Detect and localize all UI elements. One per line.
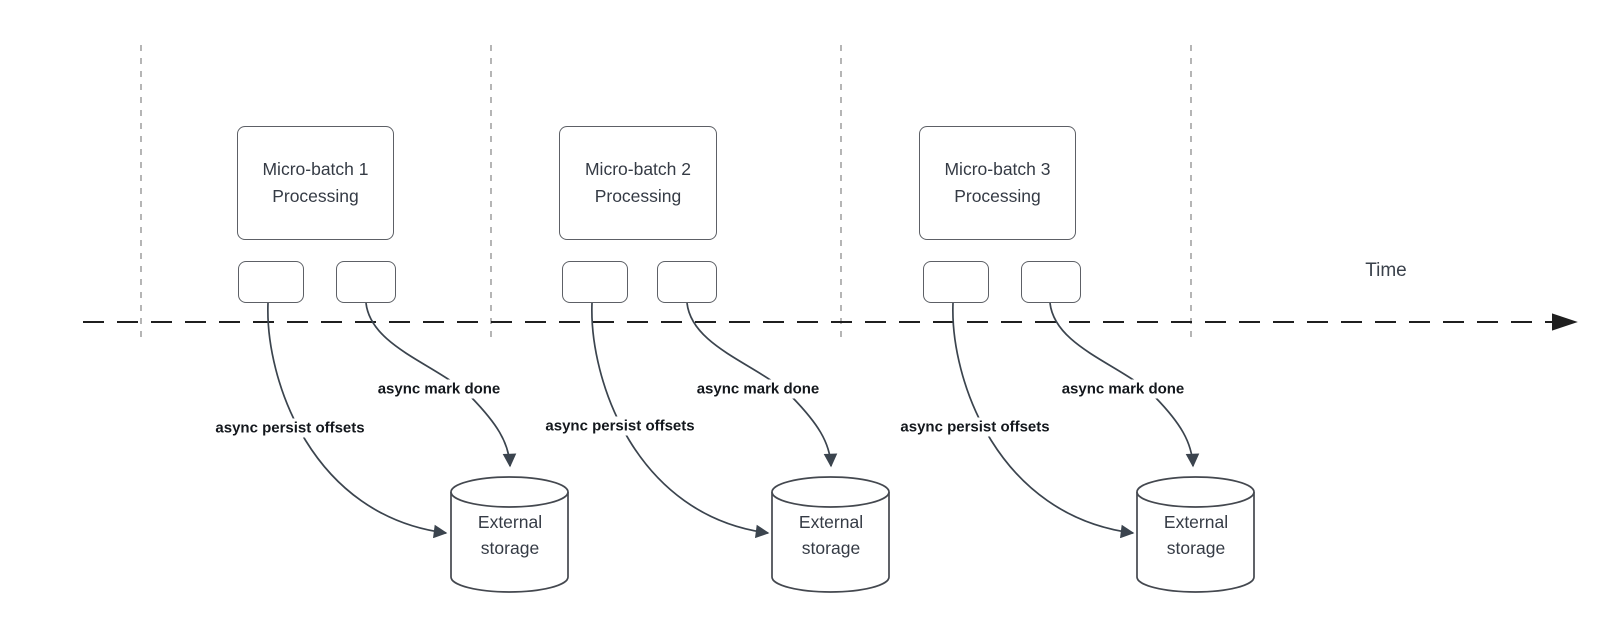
batch-2-persist-offsets-label: async persist offsets — [542, 416, 698, 436]
batch-1-persist-offsets-arrow — [267, 302, 448, 539]
storage-label-line2: storage — [1166, 538, 1226, 558]
storage-label-line1: External — [798, 512, 864, 532]
cylinder-top — [450, 476, 569, 508]
micro-batch-1-box: Micro-batch 1 Processing — [237, 126, 394, 240]
micro-batch-3-task-rect-2 — [1021, 261, 1081, 303]
batch-2-mark-done-label: async mark done — [693, 379, 823, 399]
cylinder-body — [771, 492, 890, 593]
micro-batch-3-task-rect-1 — [923, 261, 989, 303]
micro-batch-2-label-line2: Processing — [594, 186, 682, 206]
batch-3-storage-cylinder — [1136, 476, 1255, 593]
micro-batch-2-box: Micro-batch 2 Processing — [559, 126, 717, 240]
batch-3-mark-done-label: async mark done — [1058, 379, 1188, 399]
micro-batch-1-label-line2: Processing — [272, 186, 359, 206]
micro-batch-3-box: Micro-batch 3 Processing — [919, 126, 1076, 240]
batch-1-mark-done-label: async mark done — [374, 379, 504, 399]
batch-2-storage-label: External storage — [799, 509, 863, 561]
micro-batch-2-task-rect-2 — [657, 261, 717, 303]
cylinder-top — [771, 476, 890, 508]
micro-batch-2-task-rect-1 — [562, 261, 628, 303]
storage-label-line2: storage — [801, 538, 861, 558]
micro-batch-1-task-rect-2 — [336, 261, 396, 303]
time-axis-label: Time — [1365, 260, 1407, 281]
batch-1-storage-label: External storage — [478, 509, 542, 561]
cylinder-body — [450, 492, 569, 593]
batch-1-storage-cylinder — [450, 476, 569, 593]
micro-batch-1-task-rect-1 — [238, 261, 304, 303]
batch-2-persist-offsets-arrow — [591, 302, 770, 539]
batch-1-persist-offsets-label: async persist offsets — [212, 418, 368, 438]
storage-label-line1: External — [1163, 512, 1229, 532]
batch-3-storage-label: External storage — [1164, 509, 1228, 561]
storage-label-line1: External — [477, 512, 543, 532]
micro-batch-2-label-line1: Micro-batch 2 — [584, 159, 691, 179]
micro-batch-1-label-line1: Micro-batch 1 — [262, 159, 369, 179]
micro-batch-3-label-line1: Micro-batch 3 — [944, 159, 1051, 179]
cylinder-body — [1136, 492, 1255, 593]
batch-3-persist-offsets-label: async persist offsets — [897, 417, 1053, 437]
cylinder-top — [1136, 476, 1255, 508]
batch-2-storage-cylinder — [771, 476, 890, 593]
storage-label-line2: storage — [480, 538, 540, 558]
micro-batch-3-label-line2: Processing — [954, 186, 1041, 206]
batch-3-persist-offsets-arrow — [952, 302, 1135, 539]
